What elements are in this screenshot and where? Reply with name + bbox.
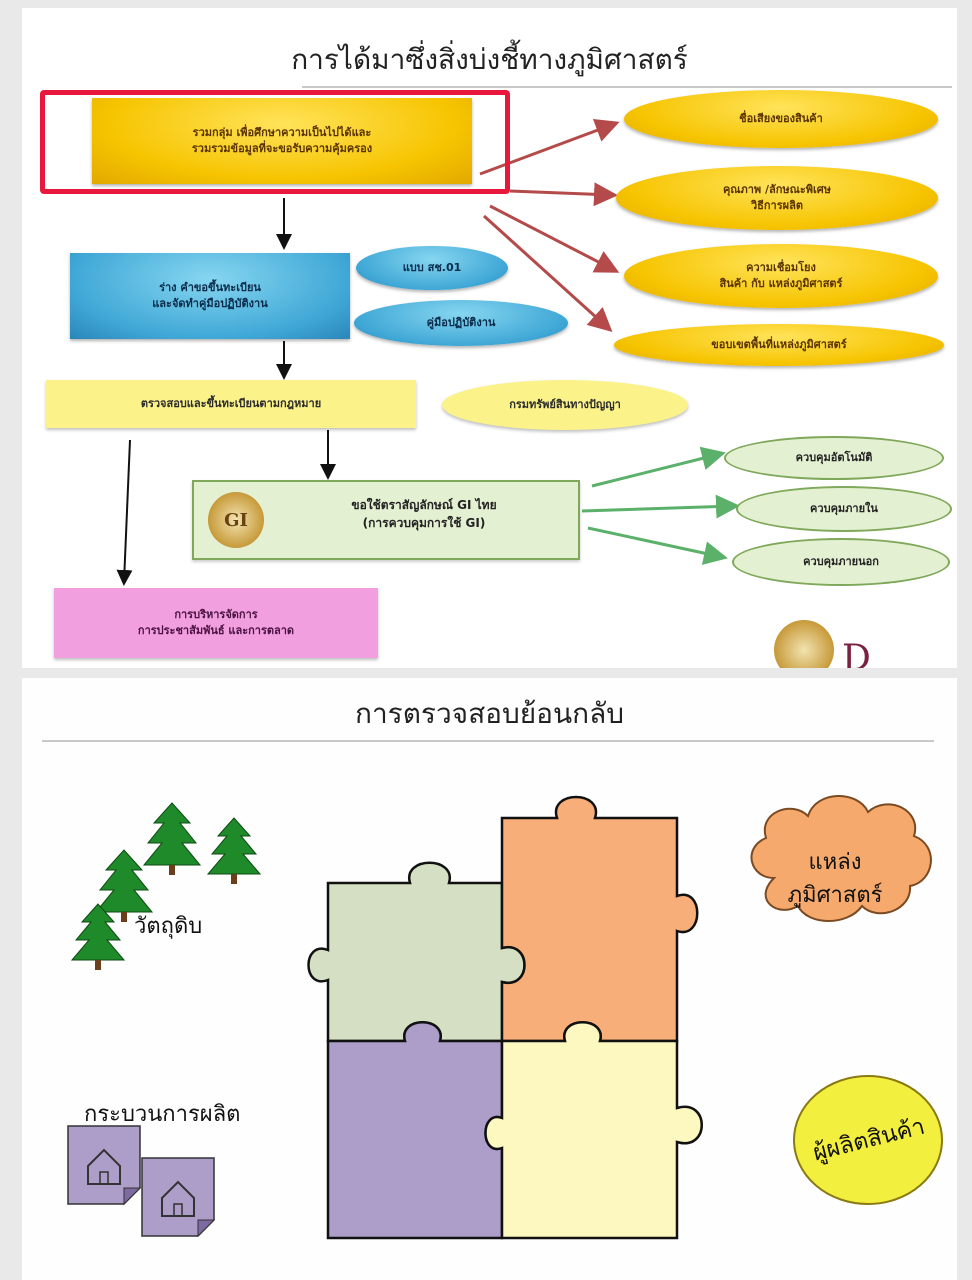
pine-tree-icon xyxy=(94,849,154,922)
reputation-ellipse: ชื่อเสียงของสินค้า xyxy=(624,90,938,148)
quality-ellipse: คุณภาพ /ลักษณะพิเศษ วิธีการผลิต xyxy=(616,166,938,230)
source-label: แหล่ง ภูมิศาสตร์ xyxy=(787,850,883,908)
step2-box: ร่าง คำขอขึ้นทะเบียน และจัดทำคู่มือปฏิบั… xyxy=(70,253,350,339)
gi-process-slide: การได้มาซึ่งสิ่งบ่งชี้ทางภูมิศาสตร์ รวมก… xyxy=(22,8,957,668)
arrow-to-auto-control xyxy=(591,446,726,488)
arrow-step3-step5 xyxy=(116,439,133,586)
boundary-ellipse: ขอบเขตพื้นที่แหล่งภูมิศาสตร์ xyxy=(614,324,944,366)
arrow-to-boundary xyxy=(482,214,613,333)
puzzle-piece-orange xyxy=(500,795,699,1043)
arrow-to-quality xyxy=(509,182,618,207)
dip-logo-icon: D xyxy=(842,638,871,668)
arrow-to-link xyxy=(489,204,620,273)
house-note-icon xyxy=(141,1157,216,1238)
highlight-frame xyxy=(40,90,510,194)
arrow-to-reputation xyxy=(479,119,620,176)
step4-box: GI ขอใช้ตราสัญลักษณ์ GI ไทย (การควบคุมกา… xyxy=(192,480,580,560)
raw-material-label: วัตถุดิบ xyxy=(134,914,203,939)
arrow-to-internal-control xyxy=(581,494,740,519)
slide2-graphics xyxy=(67,795,943,1240)
form-gi01-ellipse: แบบ สช.01 xyxy=(356,246,508,290)
link-ellipse: ความเชื่อมโยง สินค้า กับ แหล่งภูมิศาสตร์ xyxy=(624,244,938,308)
traceability-slide: การตรวจสอบย้อนกลับ xyxy=(22,678,957,1280)
agency-ellipse: กรมทรัพย์สินทางปัญญา xyxy=(442,380,688,430)
pine-tree-icon xyxy=(206,817,262,884)
puzzle-piece-purple xyxy=(326,1021,504,1240)
internal-control-ellipse: ควบคุมภายใน xyxy=(736,486,952,532)
step4-label: ขอใช้ตราสัญลักษณ์ GI ไทย (การควบคุมการใช… xyxy=(351,498,497,530)
house-note-icon xyxy=(67,1125,142,1206)
auto-control-ellipse: ควบคุมอัตโนมัติ xyxy=(724,436,944,480)
title-rule xyxy=(302,86,952,88)
slide1-title: การได้มาซึ่งสิ่งบ่งชี้ทางภูมิศาสตร์ xyxy=(291,43,688,76)
manual-ellipse: คู่มือปฏิบัติงาน xyxy=(354,300,568,346)
step3-box: ตรวจสอบและขึ้นทะเบียนตามกฎหมาย xyxy=(46,380,416,428)
step1-box: รวมกลุ่ม เพื่อศึกษาความเป็นไปได้และ รวมร… xyxy=(92,98,472,184)
puzzle-piece-cream xyxy=(484,1021,703,1240)
external-control-ellipse: ควบคุมภายนอก xyxy=(732,538,950,586)
gi-emblem-icon xyxy=(774,620,834,668)
slide1-arrows xyxy=(116,119,740,586)
cloud-shape xyxy=(750,795,932,922)
slide2-title: การตรวจสอบย้อนกลับ xyxy=(355,697,624,730)
gi-logo-icon: GI xyxy=(208,492,264,548)
producer-circle xyxy=(793,1075,943,1205)
puzzle-piece-sage xyxy=(307,861,526,1043)
pine-tree-icon xyxy=(142,802,202,875)
title-rule-2 xyxy=(42,740,934,742)
arrow-to-external-control xyxy=(587,526,728,565)
pine-tree-icon xyxy=(70,903,126,970)
process-label: กระบวนการผลิต xyxy=(84,1102,241,1127)
step5-box: การบริหารจัดการ การประชาสัมพันธ์ และการต… xyxy=(54,588,378,658)
